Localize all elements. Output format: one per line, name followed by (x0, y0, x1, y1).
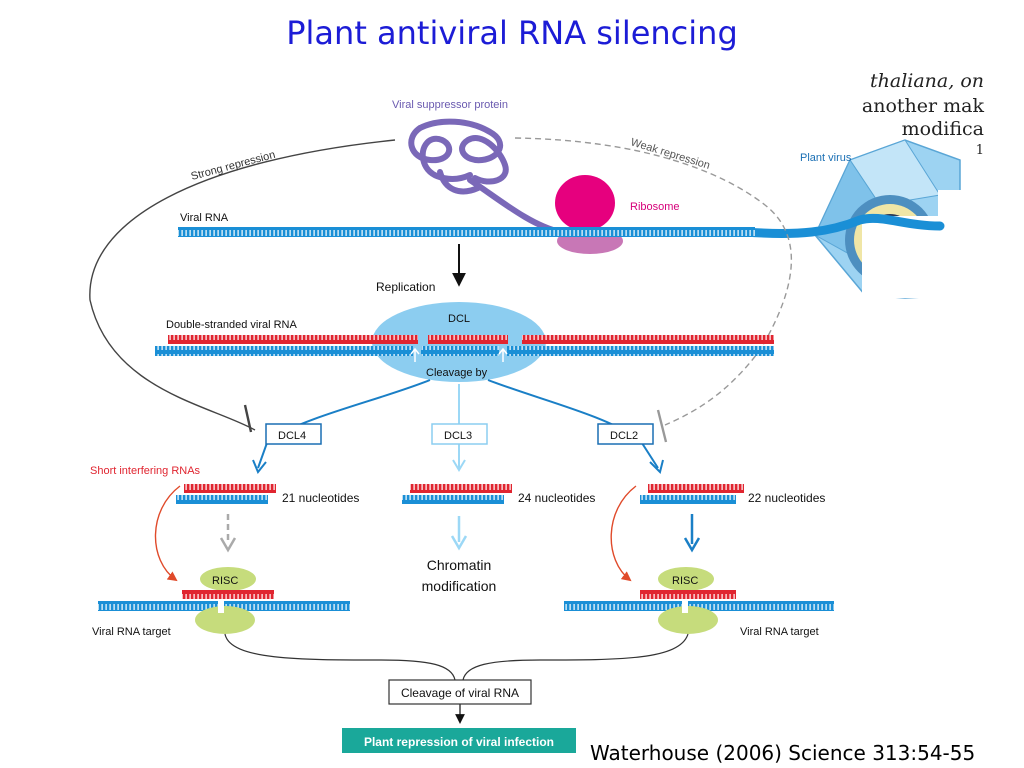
weak-repression-bar (656, 409, 668, 443)
risc-right-top (658, 567, 714, 591)
strong-repression-label: Strong repression (190, 149, 277, 183)
target-right-label: Viral RNA target (740, 626, 819, 638)
risc-right-guide (640, 590, 736, 599)
strong-repression-arc (89, 139, 396, 431)
nt22-label: 22 nucleotides (748, 491, 825, 505)
risc-left-top (200, 567, 256, 591)
text-fragment-2: another mak (861, 95, 984, 117)
chromatin-label-line2: modification (422, 578, 497, 594)
plant-virus (740, 139, 968, 300)
target-right-strand (564, 601, 834, 611)
cleavage-viral-rna-label: Cleavage of viral RNA (401, 686, 519, 700)
text-fragment-4: 1 (975, 143, 984, 158)
dcl2-box (597, 423, 654, 445)
viral-suppressor-label: Viral suppressor protein (392, 99, 508, 111)
dcl4-label: DCL4 (278, 430, 306, 442)
cleavage-viral-rna-box (388, 679, 532, 705)
dcl3-box (431, 423, 488, 445)
target-left-label: Viral RNA target (92, 626, 171, 638)
converge-left-line (224, 633, 456, 681)
weak-repression-arc (514, 137, 793, 426)
dsrna-label: Double-stranded viral RNA (166, 319, 297, 331)
risc-left-label: RISC (212, 575, 238, 587)
text-fragment-3: modifica (901, 118, 984, 140)
short-interfering-rnas-label: Short interfering RNAs (90, 465, 201, 477)
weak-repression-label: Weak repression (629, 136, 711, 172)
sirna-22nt (640, 484, 744, 504)
citation: Waterhouse (2006) Science 313:54-55 (590, 741, 976, 765)
sirna-24nt (402, 484, 512, 504)
text-fragment-1: thaliana, on (870, 70, 984, 92)
viral-rna-label: Viral RNA (180, 212, 229, 224)
plant-virus-label: Plant virus (800, 152, 852, 164)
right-red-curve-arrow (610, 485, 637, 582)
dcl4-box (265, 423, 322, 445)
nt24-label: 24 nucleotides (518, 491, 595, 505)
dsrna-duplex (155, 335, 774, 362)
viral-rna-strand (178, 227, 755, 237)
dcl2-label: DCL2 (610, 430, 638, 442)
risc-right-bottom (658, 606, 718, 634)
dcl-label: DCL (448, 313, 470, 325)
risc-left-guide (182, 590, 274, 599)
left-red-curve-arrow (154, 485, 181, 582)
slide-title: Plant antiviral RNA silencing (286, 14, 738, 52)
risc-right-label: RISC (672, 575, 698, 587)
dcl3-label: DCL3 (444, 430, 472, 442)
cleavage-by-label: Cleavage by (426, 367, 488, 379)
ribosome-label: Ribosome (630, 201, 680, 213)
nt21-label: 21 nucleotides (282, 491, 359, 505)
replication-label: Replication (376, 280, 435, 294)
sirna-21nt (176, 484, 276, 504)
strong-repression-bar (243, 404, 253, 433)
ribosome-large-subunit (555, 175, 615, 231)
risc-left-bottom (195, 606, 255, 634)
plant-repression-label: Plant repression of viral infection (364, 735, 554, 749)
converge-right-line (462, 633, 689, 681)
plant-repression-box (342, 728, 576, 753)
chromatin-label-line1: Chromatin (427, 557, 492, 573)
